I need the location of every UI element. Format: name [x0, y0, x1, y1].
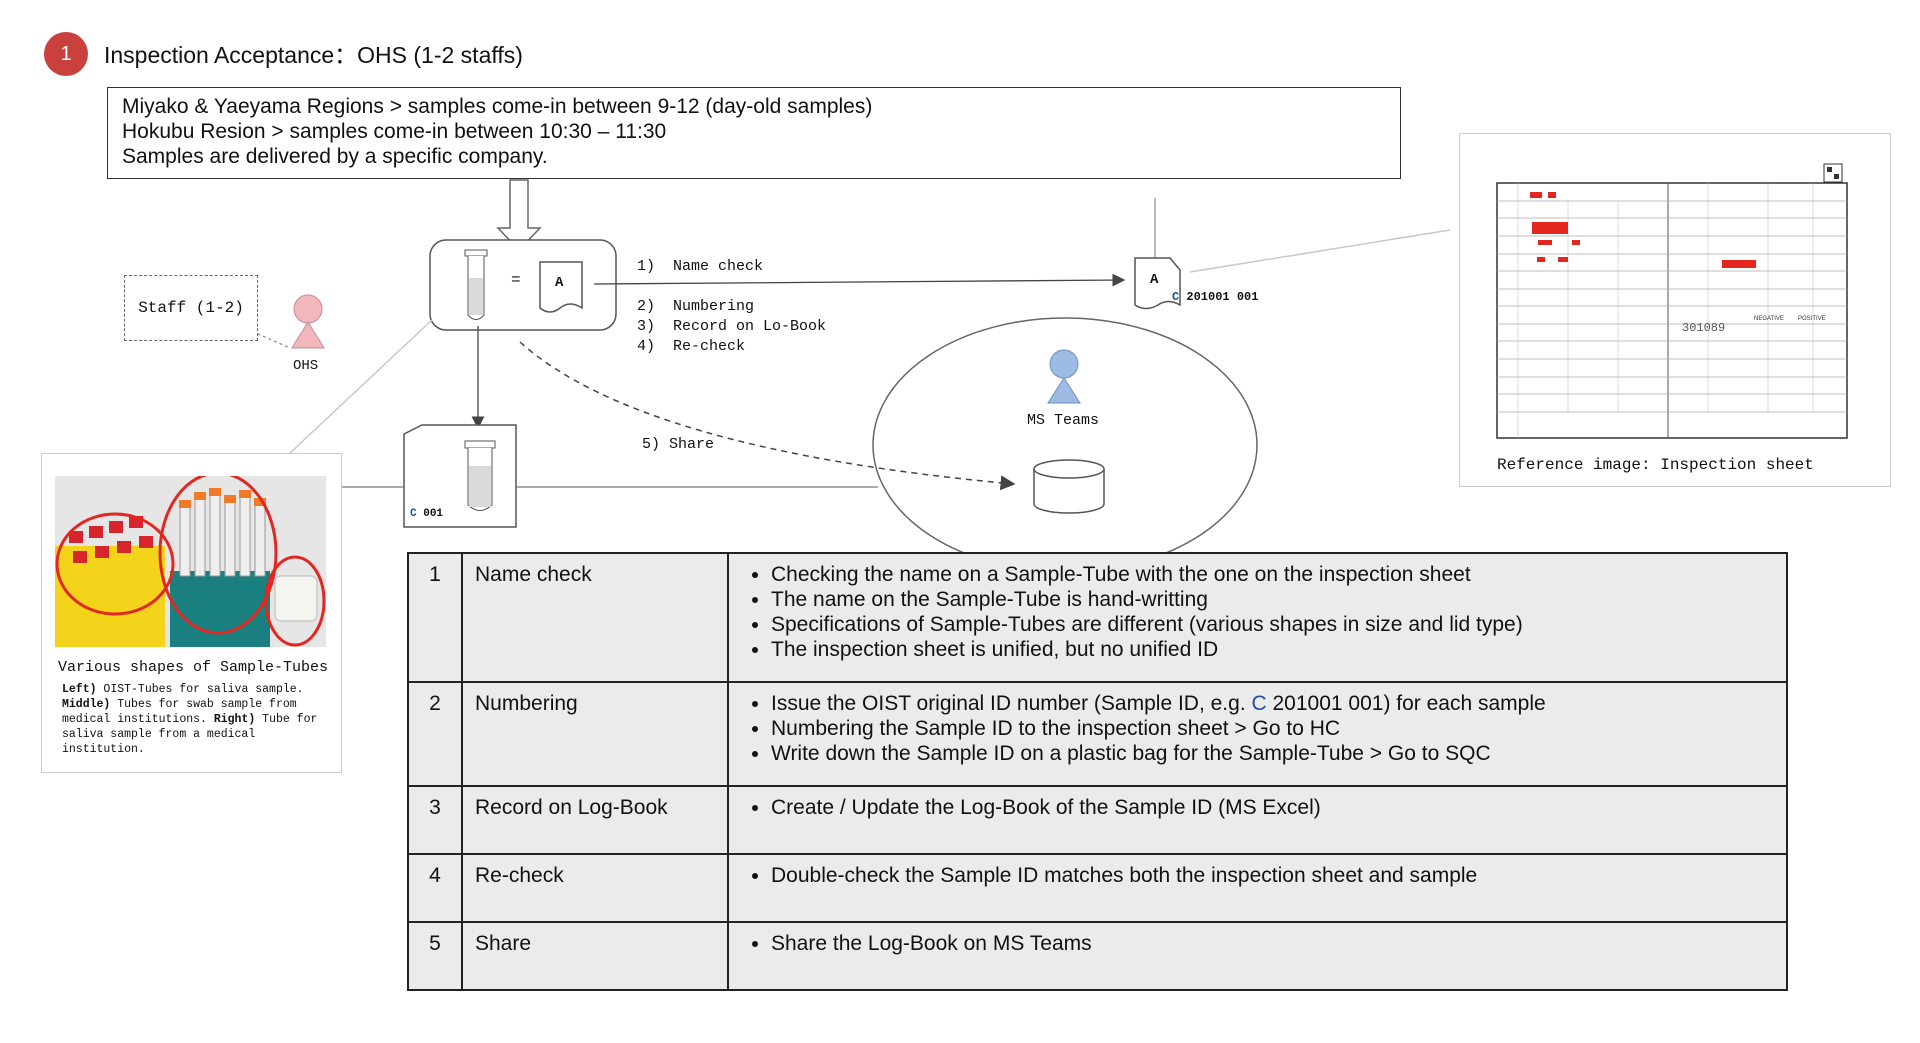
- step-details: Share the Log-Book on MS Teams: [727, 921, 1788, 991]
- step-bullet: The inspection sheet is unified, but no …: [771, 637, 1774, 662]
- flow-step-share: 5) Share: [642, 436, 715, 453]
- caption-right-label: Right): [213, 713, 256, 726]
- info-line: Samples are delivered by a specific comp…: [122, 145, 548, 168]
- step-number: 2: [407, 681, 463, 787]
- sample-id-number: 201001 001: [1186, 290, 1259, 304]
- step-name: Re-check: [461, 853, 729, 923]
- step-bullet: Numbering the Sample ID to the inspectio…: [771, 716, 1774, 741]
- equals-sign: =: [511, 271, 521, 289]
- steps-table: 1 Name check Checking the name on a Samp…: [407, 552, 1788, 991]
- inspection-sheet-image: 301089 NEGATIVE POSITIVE: [1478, 156, 1872, 446]
- sheet-negative: NEGATIVE: [1754, 316, 1784, 322]
- step-bullet: Specifications of Sample-Tubes are diffe…: [771, 612, 1774, 637]
- down-arrow: [496, 179, 542, 252]
- labeled-sheet-letter: A: [1150, 272, 1159, 288]
- labeled-sheet-icon: [1134, 257, 1181, 310]
- table-row: 2 Numbering Issue the OIST original ID n…: [407, 681, 1788, 787]
- caption-left-text: OIST-Tubes for saliva sample.: [96, 683, 304, 696]
- step-bullet: Checking the name on a Sample-Tube with …: [771, 562, 1774, 587]
- ms-teams-label: MS Teams: [1027, 412, 1100, 429]
- step-details: Double-check the Sample ID matches both …: [727, 853, 1788, 923]
- step-bullet: Write down the Sample ID on a plastic ba…: [771, 741, 1774, 766]
- caption-right-text: Tube for saliva sample from a medical in…: [62, 713, 318, 756]
- tube-id-prefix: C: [410, 508, 417, 520]
- share-arrow: [519, 341, 1016, 491]
- sample-tubes-photo: [55, 476, 326, 647]
- info-line: Miyako & Yaeyama Regions > samples come-…: [122, 95, 873, 118]
- step-name: Record on Log-Book: [461, 785, 729, 855]
- sample-tubes-photo-panel: Various shapes of Sample-Tubes Left) OIS…: [41, 453, 342, 773]
- sheet-positive: POSITIVE: [1798, 316, 1826, 322]
- step-details: Checking the name on a Sample-Tube with …: [727, 552, 1788, 683]
- reference-caption: Reference image: Inspection sheet: [1497, 456, 1814, 474]
- flow-step-name-check: 1) Name check: [637, 258, 764, 275]
- step-number: 5: [407, 921, 463, 991]
- step-number: 4: [407, 853, 463, 923]
- bullet-text: 201001 001) for each sample: [1266, 692, 1546, 715]
- step-bullet: Issue the OIST original ID number (Sampl…: [771, 691, 1774, 716]
- info-line: Hokubu Resion > samples come-in between …: [122, 120, 667, 143]
- table-row: 4 Re-check Double-check the Sample ID ma…: [407, 853, 1788, 923]
- step-bullet: Share the Log-Book on MS Teams: [771, 931, 1774, 956]
- sample-id-prefix: C: [1172, 290, 1180, 304]
- table-row: 5 Share Share the Log-Book on MS Teams: [407, 921, 1788, 991]
- ohs-label: OHS: [293, 358, 319, 374]
- reference-image-panel: 301089 NEGATIVE POSITIVE Reference image…: [1459, 133, 1891, 487]
- schedule-info-box: Miyako & Yaeyama Regions > samples come-…: [107, 87, 1401, 179]
- caption-middle-label: Middle): [62, 698, 111, 711]
- teams-person-icon: [1047, 349, 1081, 404]
- log-book-database-icon: [1033, 459, 1105, 514]
- photo-title: Various shapes of Sample-Tubes: [58, 659, 329, 676]
- sheet-letter: A: [555, 275, 564, 291]
- sheet-handwriting: 301089: [1682, 321, 1725, 335]
- flow-step-numbering: 2) Numbering: [637, 298, 755, 315]
- caption-left-label: Left): [62, 683, 97, 696]
- labeled-tube-id: C 001: [410, 508, 443, 520]
- sheet-icon: [539, 261, 583, 313]
- table-row: 1 Name check Checking the name on a Samp…: [407, 552, 1788, 683]
- step-number: 1: [407, 552, 463, 683]
- step-bullet: Create / Update the Log-Book of the Samp…: [771, 795, 1774, 820]
- step-bullet: Double-check the Sample ID matches both …: [771, 863, 1774, 888]
- caption-middle-text: Tubes for swab sample from medical insti…: [62, 698, 297, 726]
- flow-step-recheck: 4) Re-check: [637, 338, 746, 355]
- tube-sheet-box: [429, 239, 617, 331]
- sample-id-prefix: C: [1251, 692, 1267, 715]
- step-details: Create / Update the Log-Book of the Samp…: [727, 785, 1788, 855]
- labeled-sheet-id: C 201001 001: [1172, 290, 1258, 304]
- staff-box: Staff (1-2): [124, 275, 258, 341]
- bullet-text: Issue the OIST original ID number (Sampl…: [771, 692, 1252, 715]
- step-name: Share: [461, 921, 729, 991]
- step-number: 3: [407, 785, 463, 855]
- flow-step-record: 3) Record on Lo-Book: [637, 318, 827, 335]
- step-name: Name check: [461, 552, 729, 683]
- ohs-person-icon: [291, 294, 325, 349]
- page-title: Inspection Acceptance：OHS (1-2 staffs): [104, 42, 523, 68]
- step-badge: 1: [44, 32, 88, 76]
- step-details: Issue the OIST original ID number (Sampl…: [727, 681, 1788, 787]
- photo-caption: Left) OIST-Tubes for saliva sample. Midd…: [62, 682, 332, 757]
- step-bullet: The name on the Sample-Tube is hand-writ…: [771, 587, 1774, 612]
- labeled-tube-icon: [464, 440, 496, 511]
- step-name: Numbering: [461, 681, 729, 787]
- sample-tube-icon: [464, 249, 488, 320]
- table-row: 3 Record on Log-Book Create / Update the…: [407, 785, 1788, 855]
- tube-id-number: 001: [423, 508, 444, 520]
